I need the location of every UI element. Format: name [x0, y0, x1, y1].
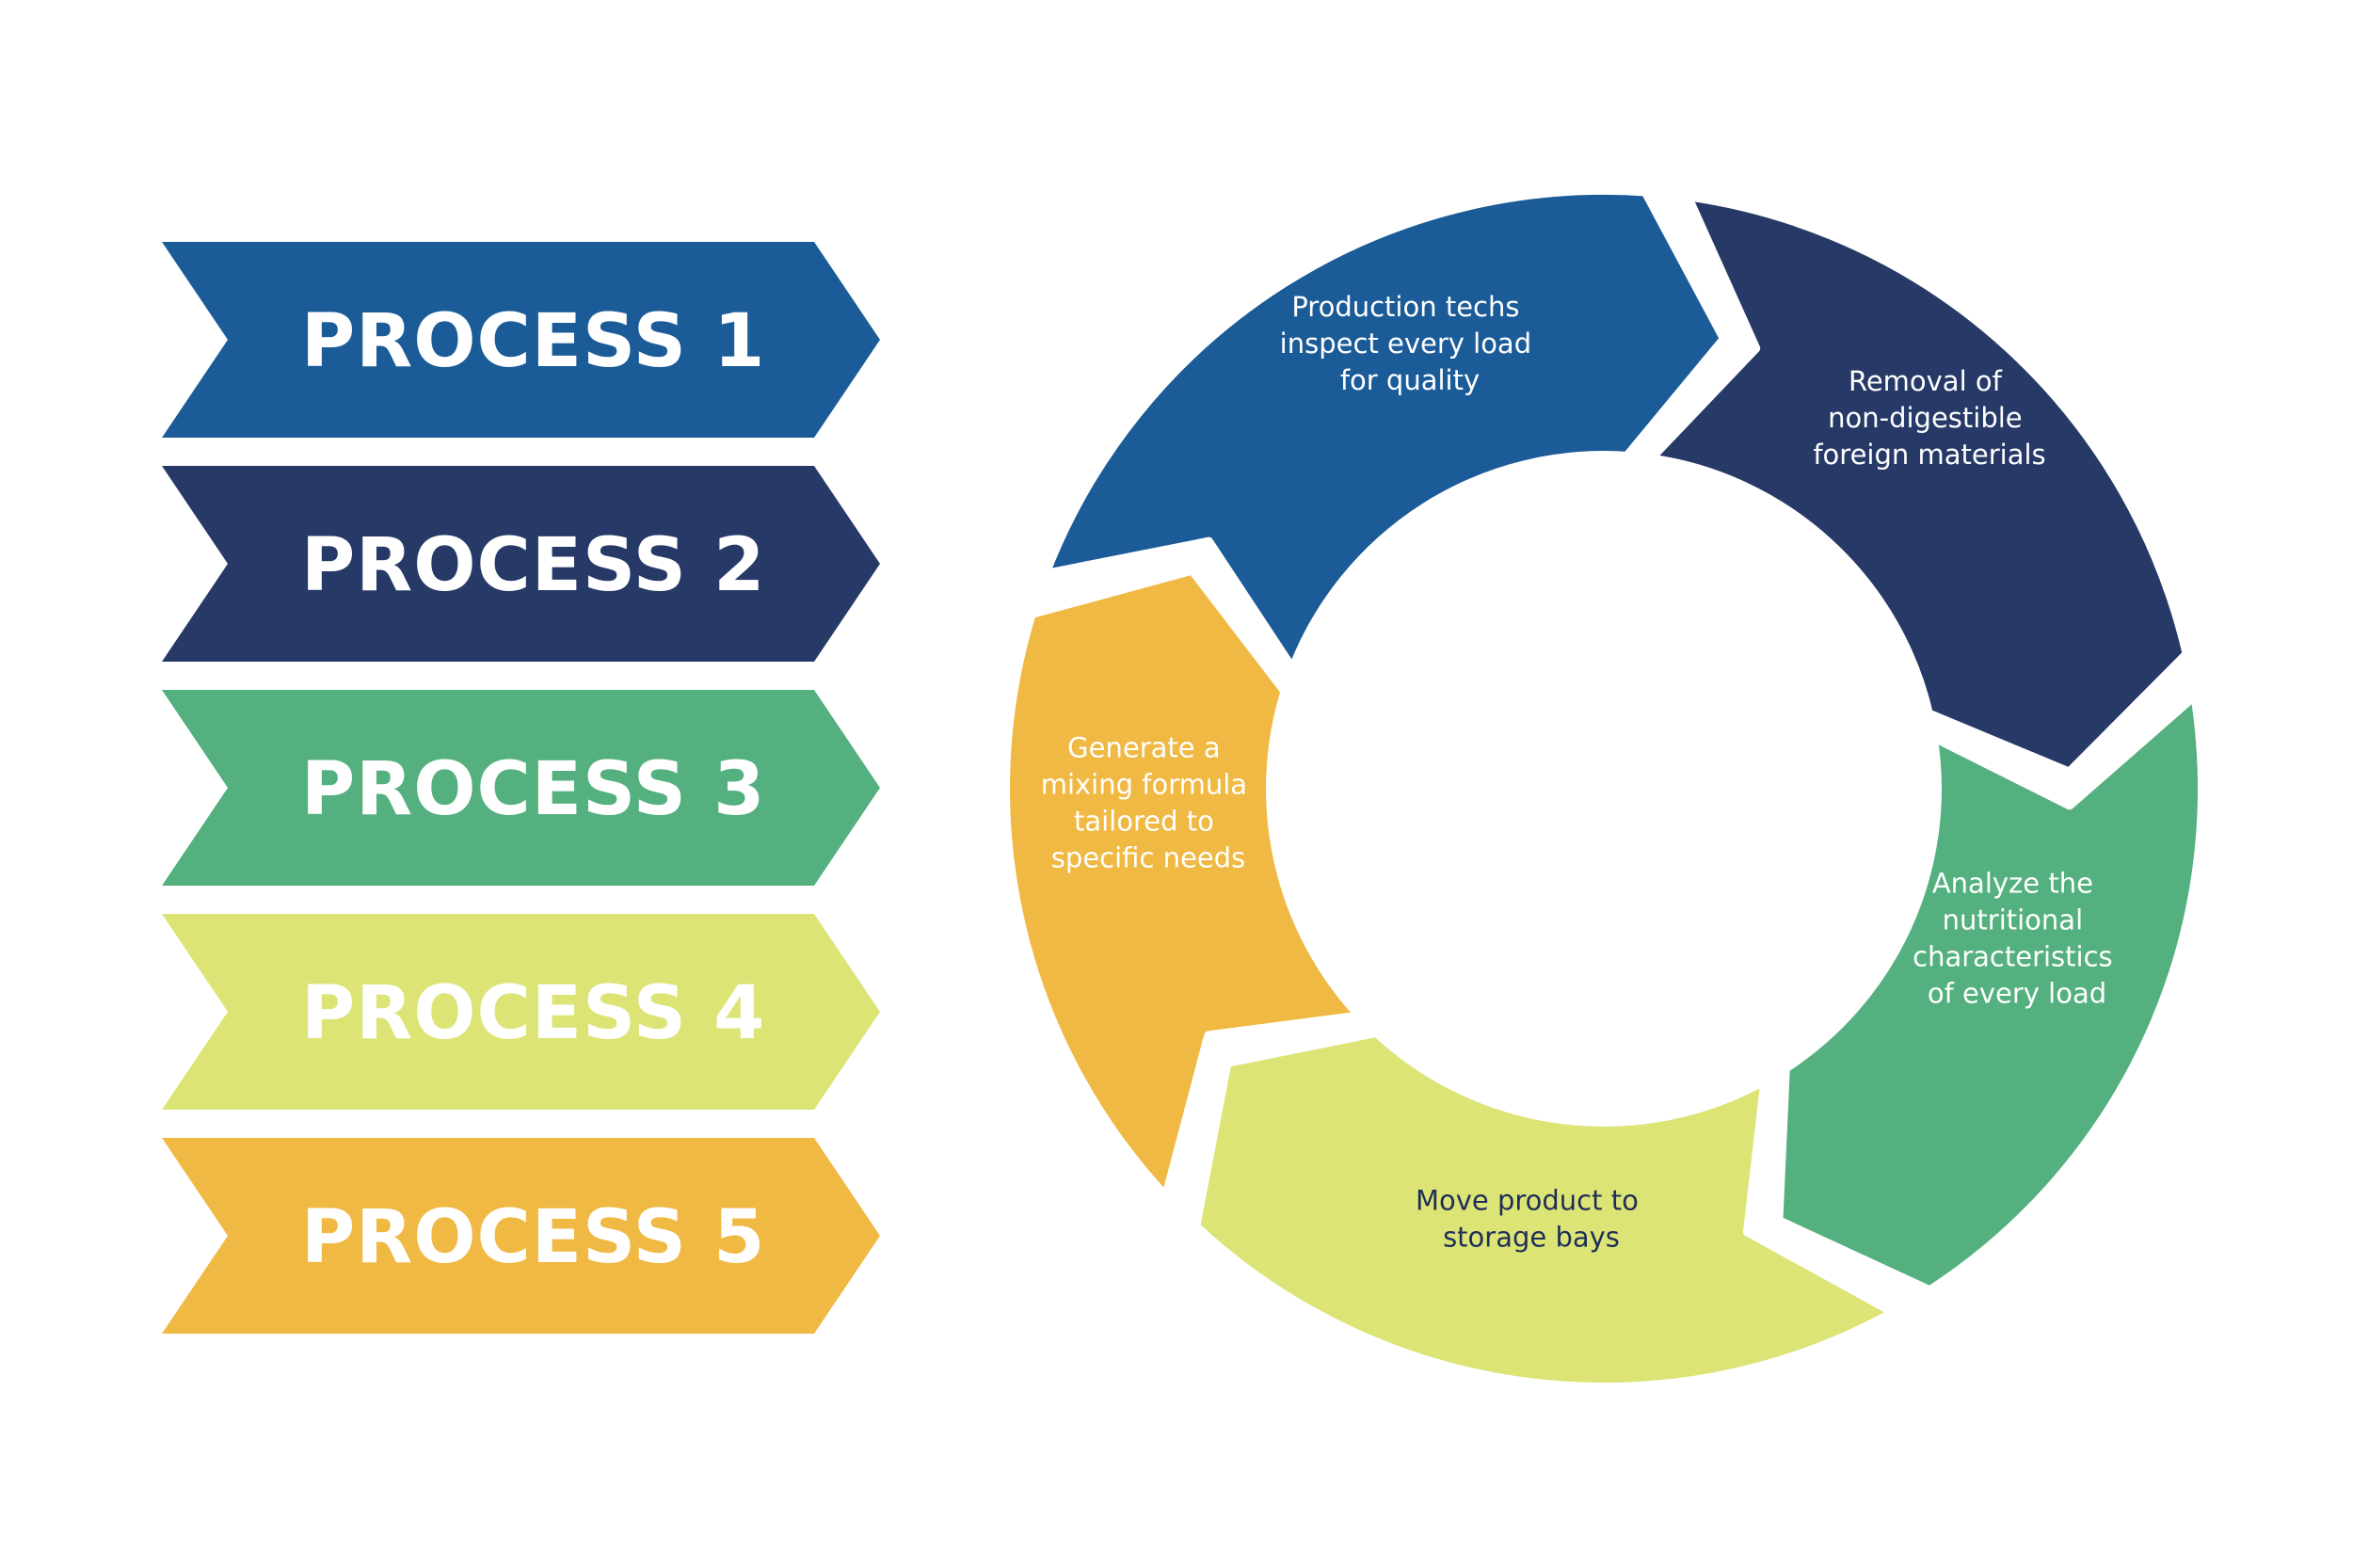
- process-chevron-2-shape: [162, 466, 880, 662]
- cycle-segment-5-text: Generate a mixing formula tailored to sp…: [1041, 732, 1257, 874]
- cycle-segment-1: [1040, 184, 1730, 675]
- cycle-4-line-2: storage bays: [1443, 1222, 1620, 1254]
- process-chevron-3: PROCESS 3: [162, 690, 880, 886]
- cycle-5-line-3: tailored to: [1074, 806, 1214, 838]
- cycle-segment-4-text: Move product to storage bays: [1416, 1185, 1647, 1254]
- cycle-2-line-2: non-digestible: [1828, 402, 2023, 434]
- cycle-segment-2: [1645, 191, 2192, 777]
- process-chevron-1-shape: [162, 242, 880, 438]
- process-2-label: PROCESS 2: [301, 523, 765, 608]
- process-chevron-1: PROCESS 1: [162, 242, 880, 438]
- process-5-label: PROCESS 5: [301, 1195, 765, 1280]
- cycle-3-line-1: Analyze the: [1932, 868, 2093, 900]
- cycle-4-line-1: Move product to: [1416, 1185, 1639, 1217]
- cycle-1-line-2: inspect every load: [1280, 328, 1531, 360]
- cycle-segment-5: [1000, 565, 1366, 1202]
- process-1-label: PROCESS 1: [301, 299, 765, 384]
- cycle-segment-1-text: Production techs inspect every load for …: [1280, 291, 1541, 396]
- cycle-3-line-4: of every load: [1928, 978, 2106, 1010]
- cycle-segment-2-text: Removal of non-digestible foreign materi…: [1813, 365, 2045, 471]
- process-chevron-2: PROCESS 2: [162, 466, 880, 662]
- cycle-2-line-1: Removal of: [1849, 365, 2003, 397]
- cycle-segment-3: [1773, 690, 2208, 1296]
- cycle-3-line-2: nutritional: [1943, 904, 2084, 936]
- process-chevron-5: PROCESS 5: [162, 1138, 880, 1334]
- process-chevron-5-shape: [162, 1138, 880, 1334]
- process-list: PROCESS 1 PROCESS 2 PROCESS 3 PROCESS 4 …: [162, 242, 880, 1334]
- cycle-5-line-1: Generate a: [1067, 732, 1220, 764]
- cycle-1-line-3: for quality: [1340, 364, 1480, 396]
- process-3-label: PROCESS 3: [301, 747, 765, 832]
- cycle-ring: [1000, 184, 2208, 1392]
- cycle-2-line-3: foreign materials: [1813, 439, 2045, 471]
- cycle-segment-4: [1191, 1027, 1899, 1392]
- cycle-5-line-2: mixing formula: [1041, 769, 1247, 801]
- cycle-3-line-3: characteristics: [1913, 941, 2113, 973]
- cycle-1-line-1: Production techs: [1291, 291, 1519, 323]
- process-4-label: PROCESS 4: [301, 971, 765, 1056]
- process-chevron-4-shape: [162, 914, 880, 1110]
- process-chevron-4: PROCESS 4: [162, 914, 880, 1110]
- cycle-5-line-4: specific needs: [1051, 842, 1245, 874]
- process-chevron-3-shape: [162, 690, 880, 886]
- cycle-segment-3-text: Analyze the nutritional characteristics …: [1913, 868, 2121, 1010]
- cycle-text: Production techs inspect every load for …: [1041, 291, 2121, 1254]
